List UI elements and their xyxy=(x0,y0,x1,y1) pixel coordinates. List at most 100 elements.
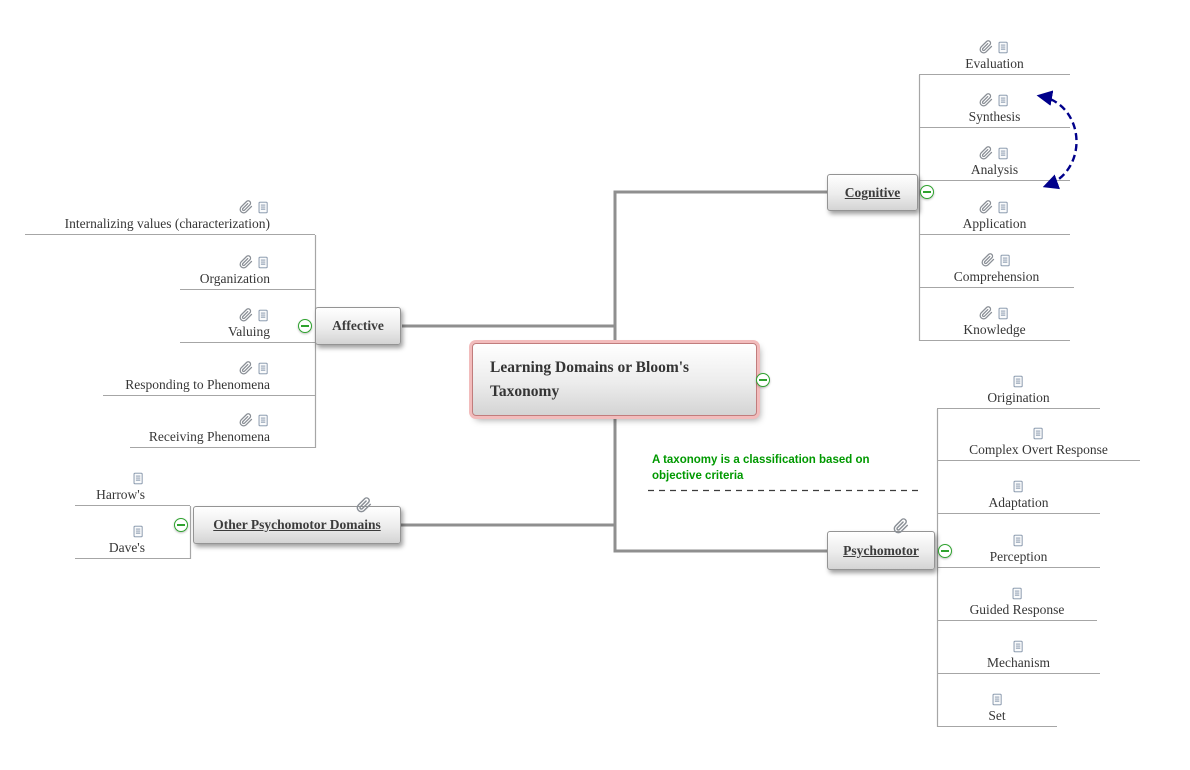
note-icon[interactable] xyxy=(1012,375,1025,388)
paperclip-icon[interactable] xyxy=(979,146,993,160)
topic-psychomotor[interactable]: Psychomotor xyxy=(827,531,935,570)
paperclip-icon[interactable] xyxy=(356,497,372,513)
subtopic-guided-response[interactable]: Guided Response xyxy=(937,571,1097,621)
attachment-icons xyxy=(979,201,1010,214)
paperclip-icon[interactable] xyxy=(893,518,909,534)
attachment-icons xyxy=(239,201,270,214)
subtopic-evaluation[interactable]: Evaluation xyxy=(919,25,1070,75)
floating-note[interactable]: A taxonomy is a classification based on … xyxy=(652,454,870,482)
paperclip-icon[interactable] xyxy=(239,308,253,322)
root-topic[interactable]: Learning Domains or Bloom's Taxonomy xyxy=(472,343,757,416)
collapse-button-affective[interactable] xyxy=(298,319,312,333)
subtopic-application[interactable]: Application xyxy=(919,185,1070,235)
paperclip-icon[interactable] xyxy=(979,306,993,320)
attachment-icons xyxy=(132,472,145,485)
attachment-icons xyxy=(991,693,1004,706)
paperclip-icon[interactable] xyxy=(239,255,253,269)
subtopic-responding-to-phenomena[interactable]: Responding to Phenomena xyxy=(103,346,315,396)
note-icon[interactable] xyxy=(257,256,270,269)
subtopic-label: Synthesis xyxy=(968,109,1021,124)
attachment-icons xyxy=(1011,587,1024,600)
paperclip-icon[interactable] xyxy=(981,253,995,267)
note-icon[interactable] xyxy=(999,254,1012,267)
subtopic-harrows[interactable]: Harrow's xyxy=(75,456,190,506)
subtopic-label: Receiving Phenomena xyxy=(148,429,270,444)
attachment-icons xyxy=(1012,640,1025,653)
subtopic-origination[interactable]: Origination xyxy=(937,359,1100,409)
note-icon[interactable] xyxy=(997,94,1010,107)
subtopic-label: Comprehension xyxy=(953,269,1040,284)
attachment-icons xyxy=(1032,427,1045,440)
subtopic-label: Harrow's xyxy=(96,487,145,502)
attachment-icons xyxy=(239,256,270,269)
note-icon[interactable] xyxy=(1032,427,1045,440)
subtopic-synthesis[interactable]: Synthesis xyxy=(919,78,1070,128)
subtopic-perception[interactable]: Perception xyxy=(937,518,1100,568)
paperclip-icon[interactable] xyxy=(979,93,993,107)
subtopic-internalizing-values[interactable]: Internalizing values (characterization) xyxy=(25,185,315,235)
paperclip-icon[interactable] xyxy=(239,200,253,214)
note-icon[interactable] xyxy=(1011,587,1024,600)
attachment-icons xyxy=(1012,375,1025,388)
subtopic-label: Analysis xyxy=(970,162,1019,177)
note-icon[interactable] xyxy=(257,362,270,375)
attachment-icons xyxy=(239,414,270,427)
subtopic-daves[interactable]: Dave's xyxy=(75,509,190,559)
note-icon[interactable] xyxy=(1012,534,1025,547)
topic-label: Other Psychomotor Domains xyxy=(213,517,381,532)
subtopic-label: Dave's xyxy=(108,540,145,555)
subtopic-organization[interactable]: Organization xyxy=(180,240,315,290)
subtopic-label: Perception xyxy=(989,549,1048,564)
attachment-icons xyxy=(979,307,1010,320)
attachment-icons xyxy=(981,254,1012,267)
collapse-button-other-psychomotor[interactable] xyxy=(174,518,188,532)
note-icon[interactable] xyxy=(132,472,145,485)
collapse-button-psychomotor[interactable] xyxy=(938,544,952,558)
note-icon[interactable] xyxy=(257,309,270,322)
note-icon[interactable] xyxy=(991,693,1004,706)
paperclip-icon[interactable] xyxy=(979,200,993,214)
note-icon[interactable] xyxy=(132,525,145,538)
note-icon[interactable] xyxy=(997,307,1010,320)
subtopic-label: Mechanism xyxy=(987,655,1050,670)
subtopic-receiving-phenomena[interactable]: Receiving Phenomena xyxy=(130,398,315,448)
attachment-icons xyxy=(132,525,145,538)
attachment-icons xyxy=(979,41,1010,54)
subtopic-label: Responding to Phenomena xyxy=(125,377,270,392)
attachment-icons xyxy=(1012,534,1025,547)
subtopic-mechanism[interactable]: Mechanism xyxy=(937,624,1100,674)
subtopic-knowledge[interactable]: Knowledge xyxy=(919,291,1070,341)
paperclip-icon[interactable] xyxy=(239,413,253,427)
subtopic-set[interactable]: Set xyxy=(937,677,1057,727)
topic-label: Affective xyxy=(332,318,384,333)
collapse-button-root[interactable] xyxy=(756,373,770,387)
subtopic-complex-overt-response[interactable]: Complex Overt Response xyxy=(937,411,1140,461)
attachment-icons xyxy=(979,94,1010,107)
note-icon[interactable] xyxy=(997,201,1010,214)
subtopic-label: Organization xyxy=(199,271,270,286)
subtopic-label: Set xyxy=(988,708,1006,723)
subtopic-label: Guided Response xyxy=(969,602,1065,617)
subtopic-label: Internalizing values (characterization) xyxy=(64,216,270,231)
note-icon[interactable] xyxy=(997,147,1010,160)
note-icon[interactable] xyxy=(997,41,1010,54)
subtopic-comprehension[interactable]: Comprehension xyxy=(919,238,1074,288)
subtopic-valuing[interactable]: Valuing xyxy=(180,293,315,343)
subtopic-label: Valuing xyxy=(228,324,270,339)
note-icon[interactable] xyxy=(257,201,270,214)
topic-cognitive[interactable]: Cognitive xyxy=(827,174,918,211)
subtopic-adaptation[interactable]: Adaptation xyxy=(937,464,1100,514)
note-icon[interactable] xyxy=(257,414,270,427)
subtopic-label: Complex Overt Response xyxy=(969,442,1108,457)
note-icon[interactable] xyxy=(1012,480,1025,493)
subtopic-analysis[interactable]: Analysis xyxy=(919,131,1070,181)
note-icon[interactable] xyxy=(1012,640,1025,653)
subtopic-label: Application xyxy=(962,216,1027,231)
paperclip-icon[interactable] xyxy=(979,40,993,54)
topic-affective[interactable]: Affective xyxy=(315,307,401,345)
paperclip-icon[interactable] xyxy=(239,361,253,375)
subtopic-label: Origination xyxy=(987,390,1050,405)
collapse-button-cognitive[interactable] xyxy=(920,185,934,199)
attachment-icons xyxy=(239,362,270,375)
